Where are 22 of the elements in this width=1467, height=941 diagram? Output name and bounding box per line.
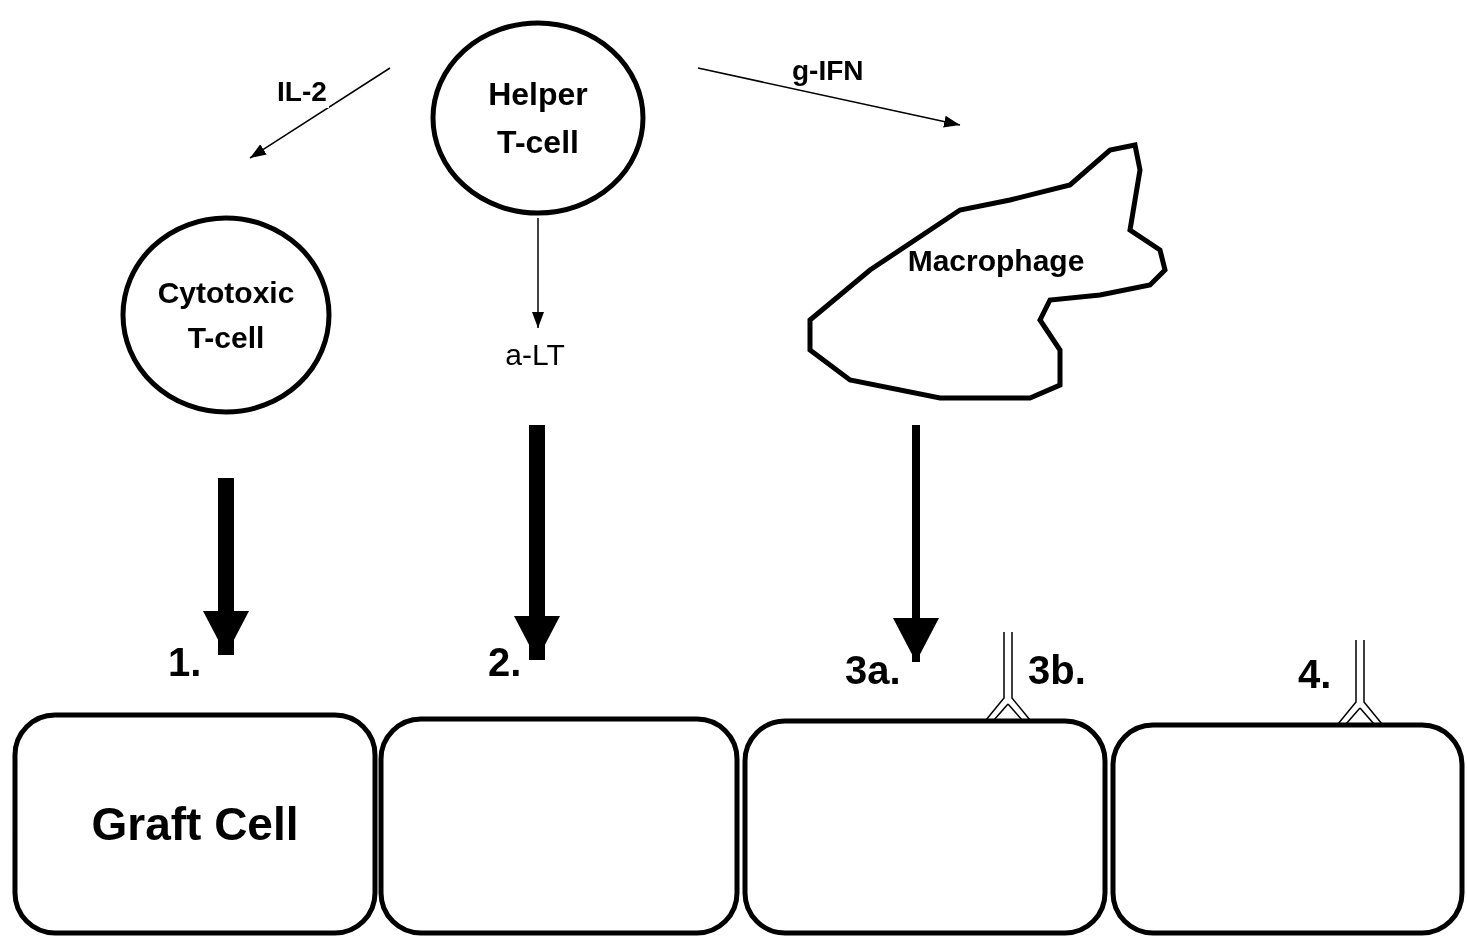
cell-circle <box>430 20 646 216</box>
arrow <box>514 425 560 660</box>
cell-label: Macrophage <box>907 244 1085 278</box>
arrow <box>249 67 391 159</box>
macrophage-shape <box>805 140 1167 402</box>
arrow <box>203 478 249 655</box>
graft-cell-box <box>1110 722 1465 936</box>
molecule-label: a-LT <box>480 330 590 380</box>
arrow <box>532 217 544 329</box>
callout-number: 1. <box>168 640 202 685</box>
cell-label: Helper T-cell <box>487 75 589 162</box>
cell-circle <box>120 215 332 415</box>
graft-cell-box <box>742 718 1108 936</box>
callout-number: 3b. <box>1028 648 1086 693</box>
arrow <box>697 67 961 128</box>
callout-number: 4. <box>1298 652 1332 697</box>
cell-label: Cytotoxic T-cell <box>156 275 296 356</box>
callout-number: 3a. <box>845 648 901 693</box>
cell-label: Graft Cell <box>91 797 299 851</box>
callout-number: 2. <box>488 640 522 685</box>
graft-cell-box <box>378 716 740 936</box>
graft-cell-box <box>12 712 378 936</box>
